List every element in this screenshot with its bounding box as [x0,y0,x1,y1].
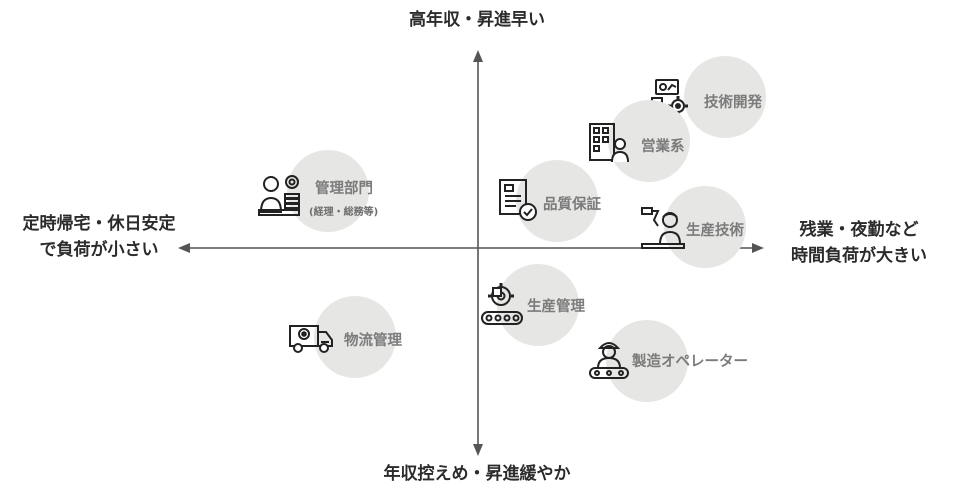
office-building-person-icon [586,120,632,166]
axis-arrow-down [473,444,483,456]
axis-label-right: 残業・夜勤など 時間負荷が大きい [770,218,948,269]
role-bubble [684,56,766,138]
worker-conveyor-icon [586,336,632,382]
axis-label-left-line1: 定時帰宅・休日安定 [22,214,176,234]
role-bubble [516,160,598,242]
role-label: 営業系 [641,139,685,155]
checklist-gear-icon [496,178,542,224]
axis-arrow-right [752,243,764,253]
engineer-robot-arm-icon [640,204,686,250]
role-label: 製造オペレーター [632,354,748,370]
role-label: 管理部門 [315,181,373,197]
axis-arrow-left [178,243,190,253]
clerk-coins-icon [257,172,303,218]
delivery-truck-gear-icon [288,312,334,358]
axis-arrow-up [473,50,483,62]
axis-label-right-line2: 時間負荷が大きい [791,245,927,266]
axis-label-bottom: 年収控えめ・昇進緩やか [383,464,571,484]
role-bubble [606,320,688,402]
role-bubble [314,296,396,378]
role-bubble [497,264,579,346]
conveyor-gear-icon [479,282,525,328]
axis-label-right-line1: 残業・夜勤など [799,220,919,240]
role-label: 生産技術 [686,223,744,239]
role-label: 生産管理 [527,299,585,315]
role-bubble [287,150,369,232]
role-bubble [664,186,746,268]
axis-label-left-line2: で負荷が小さい [39,239,159,260]
role-label: 物流管理 [344,333,402,349]
axis-label-top: 高年収・昇進早い [409,10,545,30]
role-label: 技術開発 [704,95,762,111]
role-sublabel: (経理・総務等) [309,207,379,218]
role-label: 品質保証 [543,197,601,213]
axis-label-left: 定時帰宅・休日安定 で負荷が小さい [6,212,192,263]
